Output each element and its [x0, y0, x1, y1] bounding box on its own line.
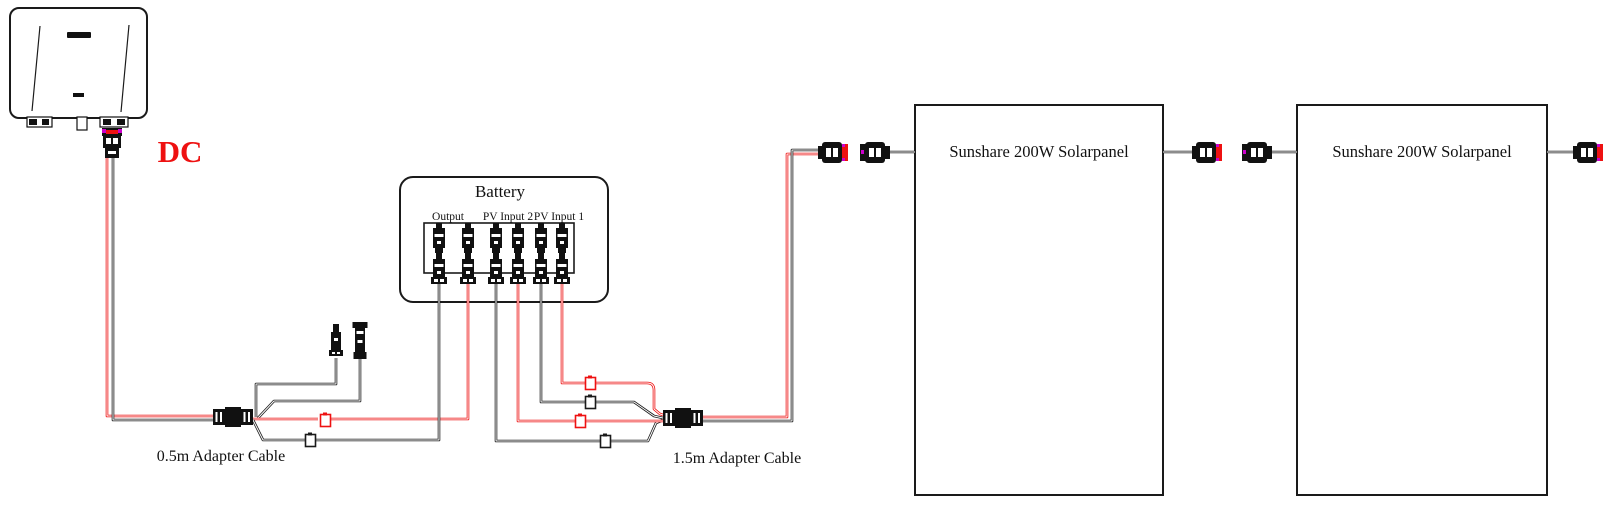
- adapter05-dangling-male-connector-icon: [329, 324, 343, 356]
- solar-panel-2-label: Sunshare 200W Solarpanel: [1332, 142, 1512, 161]
- mc4-male-connector-icon-panel2-right: [1573, 142, 1603, 163]
- adapter15-out-red: [703, 152, 819, 419]
- microinverter: [9, 7, 148, 131]
- adapter05-red-b: [329, 284, 470, 421]
- clip-icon-05-black: [304, 431, 317, 448]
- solar-panel-1-outline: [914, 104, 1164, 496]
- adapter15-cable-label: 1.5m Adapter Cable: [673, 450, 801, 467]
- microinverter-logo: [67, 32, 91, 38]
- adapter05-black-a: [251, 419, 305, 442]
- clip-icon-pv1-black: [584, 393, 597, 410]
- clip-icon-05-red: [319, 411, 332, 428]
- microinverter-face-line-right: [120, 24, 130, 113]
- dc-cable-red: [105, 156, 213, 418]
- microinverter-body: [9, 7, 148, 119]
- clip-icon-pv2-red: [574, 412, 587, 429]
- inverter-dc-connector-icon: [102, 128, 122, 158]
- adapter15-out-black: [703, 148, 819, 423]
- solar-panel-2: Sunshare 200W Solarpanel: [1296, 104, 1548, 496]
- adapter05-cable-label: 0.5m Adapter Cable: [157, 448, 285, 465]
- adapter05-black-b: [316, 284, 441, 442]
- solar-panel-2-outline: [1296, 104, 1548, 496]
- microinverter-face-line-left: [31, 25, 41, 112]
- solar-panel-1: Sunshare 200W Solarpanel: [914, 104, 1164, 496]
- adapter05-barrel-coupler-icon: [213, 407, 253, 427]
- pv2-black-b: [611, 418, 664, 443]
- mounting-foot-right: [99, 116, 129, 128]
- mc4-female-connector-icon-panel2-left: [1242, 142, 1272, 163]
- battery-port-label-pv2: PV Input 2: [483, 211, 534, 223]
- mounting-tab-center: [76, 116, 88, 131]
- battery-port-label-output: Output: [432, 211, 465, 223]
- adapter15-barrel-coupler-icon: [663, 408, 703, 428]
- dc-cable-black: [111, 156, 213, 422]
- clip-icon-pv1-red: [584, 374, 597, 391]
- adapter05-branch-female: [257, 359, 362, 419]
- dc-label: DC: [158, 134, 203, 169]
- battery-port-label-pv1: PV Input 1: [534, 211, 585, 223]
- battery-title: Battery: [475, 182, 526, 201]
- pv2-red-a: [516, 284, 575, 423]
- pv1-red-b: [596, 381, 664, 417]
- mounting-foot-left: [26, 116, 53, 128]
- adapter05-dangling-female-connector-icon: [352, 322, 368, 359]
- wiring: [105, 148, 1573, 443]
- microinverter-led-slot: [73, 93, 84, 97]
- solar-panel-1-label: Sunshare 200W Solarpanel: [949, 142, 1129, 161]
- clip-icon-pv2-black: [599, 432, 612, 449]
- mc4-male-connector-icon-panel1-right: [1192, 142, 1222, 163]
- mc4-female-connector-icon-panel1-left: [860, 142, 890, 163]
- mc4-male-connector-icon-adapter15: [818, 142, 848, 163]
